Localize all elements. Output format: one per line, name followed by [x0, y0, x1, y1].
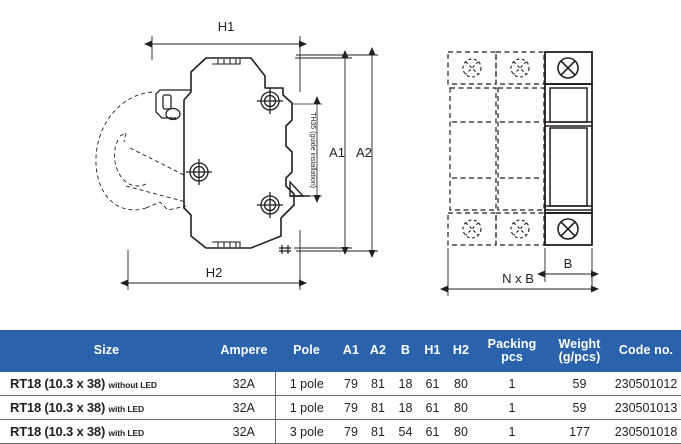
dimension-label-a1: A1	[329, 145, 345, 160]
screw-terminal-middle	[186, 159, 212, 185]
cell-h1: 61	[419, 395, 446, 420]
dimension-a1	[294, 50, 352, 255]
rail-foot-detail	[279, 245, 291, 254]
cell-size-main: RT18 (10.3 x 38)	[10, 376, 106, 391]
cell-packing: 1	[476, 372, 548, 396]
cell-size: RT18 (10.3 x 38) with LED	[0, 395, 213, 420]
phantom-screw-icons	[462, 58, 530, 239]
device-body-outline	[183, 57, 295, 249]
cell-a2: 81	[364, 395, 392, 420]
cell-code: 230501013	[611, 395, 681, 420]
cell-a1: 79	[338, 419, 364, 444]
dimension-h1	[144, 36, 307, 92]
cell-packing: 1	[476, 419, 548, 444]
top-vent-slots	[212, 59, 241, 65]
carrier-swing-phantom	[95, 91, 187, 211]
cell-size-note: with LED	[108, 428, 145, 438]
header-h2: H2	[446, 330, 476, 372]
screw-terminal-bottom	[257, 192, 283, 218]
cell-a2: 81	[364, 372, 392, 396]
cell-ampere: 32A	[213, 395, 275, 420]
header-h1: H1	[419, 330, 446, 372]
header-a1: A1	[338, 330, 364, 372]
dimension-b	[537, 248, 599, 290]
cell-weight: 59	[548, 395, 611, 420]
din-clip-detail	[155, 89, 191, 121]
header-packing-line2: pcs	[501, 350, 523, 364]
dimension-label-a2: A2	[356, 145, 372, 160]
screw-terminal-top	[257, 88, 283, 114]
header-packing: Packing pcs	[476, 330, 548, 372]
header-weight-line1: Weight	[558, 336, 601, 351]
cell-h1: 61	[419, 419, 446, 444]
cell-ampere: 32A	[213, 372, 275, 396]
cell-b: 18	[392, 372, 419, 396]
cell-pole: 3 pole	[274, 419, 338, 444]
header-size: Size	[0, 330, 213, 372]
cell-packing: 1	[476, 395, 548, 420]
dimension-label-h2: H2	[206, 265, 223, 280]
dimension-label-b: B	[564, 256, 573, 271]
cell-size: RT18 (10.3 x 38) with LED	[0, 419, 213, 444]
solid-screw-icons	[557, 57, 579, 240]
header-pole: Pole	[275, 330, 338, 372]
front-view-group: B N x B	[440, 51, 599, 296]
table-body: RT18 (10.3 x 38) without LED 32A 1 pole …	[0, 372, 681, 444]
cell-pole: 1 pole	[274, 372, 338, 396]
cell-ampere: 32A	[213, 419, 275, 444]
cell-h2: 80	[446, 395, 476, 420]
header-weight-line2: (g/pcs)	[558, 350, 601, 364]
cell-h2: 80	[446, 372, 476, 396]
cell-pole: 1 pole	[274, 395, 338, 420]
solid-pole-module	[544, 51, 593, 246]
phantom-pole-modules	[447, 51, 545, 246]
cell-weight: 59	[548, 372, 611, 396]
table-row: RT18 (10.3 x 38) with LED 32A 3 pole 79 …	[0, 419, 681, 444]
side-view-group: H1 H2 A1	[95, 19, 378, 290]
dimension-h2	[120, 230, 307, 290]
header-b: B	[392, 330, 419, 372]
cell-size-note: without LED	[108, 380, 158, 390]
table-row: RT18 (10.3 x 38) without LED 32A 1 pole …	[0, 372, 681, 396]
cell-code: 230501012	[611, 372, 681, 396]
cell-weight: 177	[548, 419, 611, 444]
dimension-a2	[296, 47, 378, 258]
dimension-th35	[292, 96, 322, 203]
header-weight: Weight (g/pcs)	[548, 330, 611, 372]
header-code: Code no.	[611, 330, 681, 372]
bottom-vent-slots	[212, 241, 241, 247]
header-ampere: Ampere	[213, 330, 275, 372]
cell-h2: 80	[446, 419, 476, 444]
dimension-label-h1: H1	[218, 19, 235, 34]
cell-b: 18	[392, 395, 419, 420]
solid-module-inner-detail	[545, 87, 592, 211]
table-row: RT18 (10.3 x 38) with LED 32A 1 pole 79 …	[0, 395, 681, 420]
cell-a2: 81	[364, 419, 392, 444]
cell-h1: 61	[419, 372, 446, 396]
dimension-label-th35: TH35 (guide installation)	[309, 112, 316, 188]
cell-size: RT18 (10.3 x 38) without LED	[0, 372, 213, 396]
cell-a1: 79	[338, 372, 364, 396]
specification-table: Size Ampere Pole A1 A2 B H1 H2 Packing p…	[0, 330, 681, 444]
header-packing-line1: Packing	[487, 336, 537, 351]
cell-size-main: RT18 (10.3 x 38)	[10, 424, 106, 439]
cell-size-main: RT18 (10.3 x 38)	[10, 400, 106, 415]
technical-drawings-area: H1 H2 A1	[95, 19, 599, 296]
dimension-label-nxb: N x B	[502, 271, 534, 286]
dimension-nxb	[440, 248, 599, 296]
header-a2: A2	[364, 330, 392, 372]
cell-size-note: with LED	[108, 404, 145, 414]
table-header-row: Size Ampere Pole A1 A2 B H1 H2 Packing p…	[0, 330, 681, 372]
cell-a1: 79	[338, 395, 364, 420]
cell-code: 230501018	[611, 419, 681, 444]
cell-b: 54	[392, 419, 419, 444]
